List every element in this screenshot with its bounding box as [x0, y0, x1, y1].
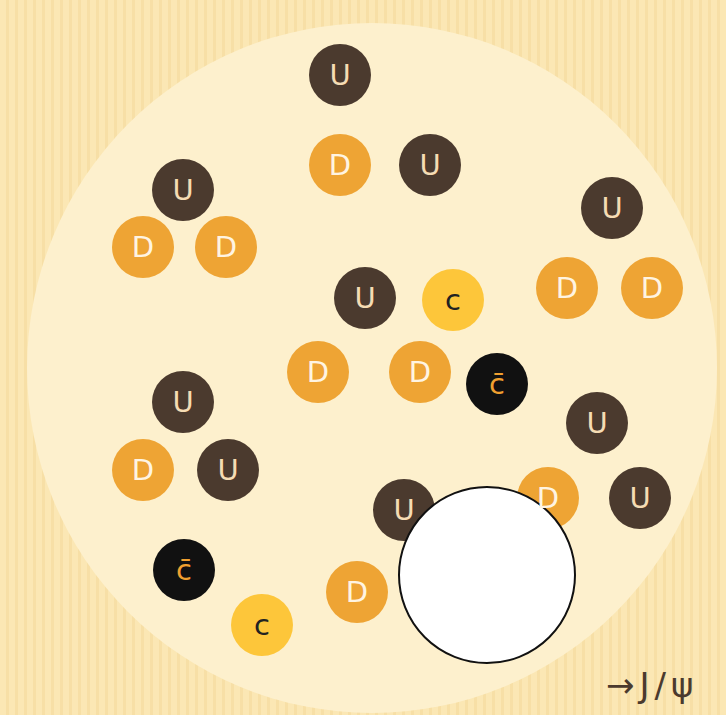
quark-circle: D — [621, 257, 683, 319]
quark-circle: D — [389, 341, 451, 403]
quark-letter: D — [556, 274, 578, 303]
quark-letter: c — [254, 611, 270, 640]
quark-letter: D — [307, 358, 329, 387]
quark-letter: U — [354, 284, 375, 313]
quark-letter: U — [601, 194, 622, 223]
quark-circle: D — [309, 134, 371, 196]
quark-circle: U — [609, 467, 671, 529]
quark-letter: U — [393, 496, 414, 525]
quark-circle: c̄ — [153, 539, 215, 601]
quark-letter: c̄ — [176, 556, 192, 585]
quark-letter: D — [329, 151, 351, 180]
nucleus-region — [27, 23, 717, 713]
quark-circle: U — [373, 479, 435, 541]
quark-letter: D — [215, 233, 237, 262]
quark-circle: D — [517, 467, 579, 529]
quark-letter: U — [419, 151, 440, 180]
quark-circle: D — [536, 257, 598, 319]
quark-circle: U — [309, 44, 371, 106]
quark-letter: U — [329, 61, 350, 90]
quark-circle: D — [112, 216, 174, 278]
void-circle — [399, 487, 575, 663]
quark-circle: c — [231, 594, 293, 656]
quark-letter: D — [346, 578, 368, 607]
quark-letter: U — [172, 176, 193, 205]
quark-letter: U — [586, 409, 607, 438]
quark-letter: c — [445, 286, 461, 315]
quark-circle: c — [422, 269, 484, 331]
quark-circle: D — [112, 439, 174, 501]
quark-letter: c̄ — [489, 370, 505, 399]
quark-letter: D — [132, 233, 154, 262]
quark-circle: U — [152, 371, 214, 433]
quark-letter: D — [132, 456, 154, 485]
quark-circle: U — [399, 134, 461, 196]
quark-circle: U — [152, 159, 214, 221]
quark-circle: D — [195, 216, 257, 278]
quark-circle: U — [197, 439, 259, 501]
quark-circle: U — [566, 392, 628, 454]
quark-letter: U — [217, 456, 238, 485]
quark-letter: U — [172, 388, 193, 417]
quark-letter: D — [641, 274, 663, 303]
quark-circle: U — [581, 177, 643, 239]
quark-letter: U — [629, 484, 650, 513]
quark-circle: D — [287, 341, 349, 403]
quark-letter: D — [409, 358, 431, 387]
quark-circle: c̄ — [466, 353, 528, 415]
particle-label: →J/ψ — [606, 668, 698, 702]
quark-letter: D — [537, 484, 559, 513]
quark-circle: U — [334, 267, 396, 329]
quark-circle: D — [326, 561, 388, 623]
